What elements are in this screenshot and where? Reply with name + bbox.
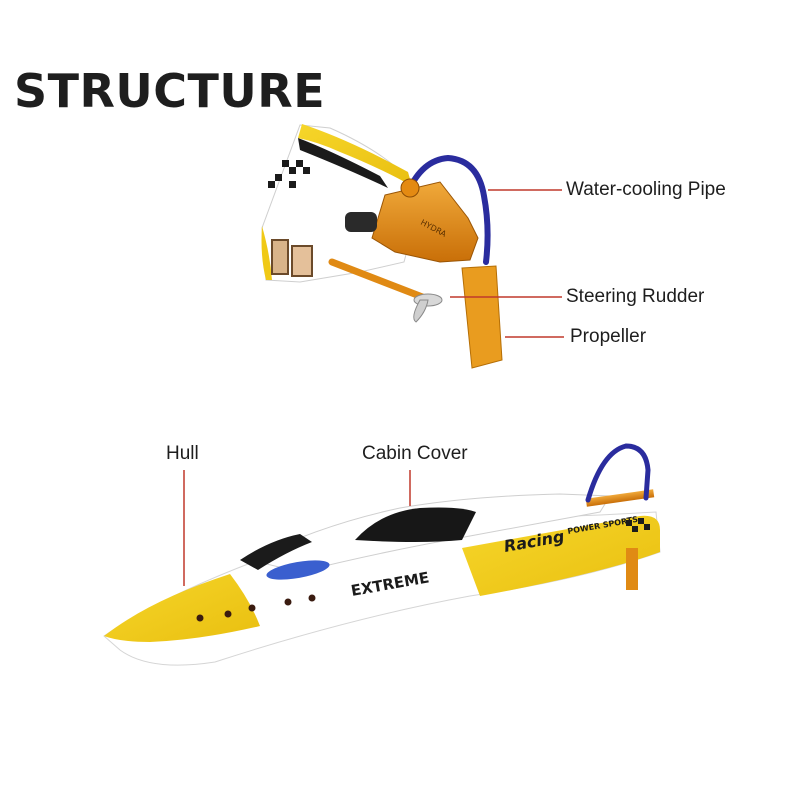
hull-yellow-bow xyxy=(104,574,260,642)
hull-yellow-side xyxy=(462,515,660,596)
stern-yellow-top xyxy=(298,124,412,186)
label-propeller: Propeller xyxy=(570,326,647,347)
label-steering-rudder: Steering Rudder xyxy=(566,286,705,307)
stern-water-pipe xyxy=(585,443,651,503)
water-cooling-pipe xyxy=(405,154,491,265)
stern-yellow-side xyxy=(261,226,272,280)
pipe-fitting xyxy=(400,178,420,198)
steering-rudder xyxy=(461,265,503,369)
stuffing-tube xyxy=(345,212,377,232)
motor-mount-bracket xyxy=(371,181,479,263)
stern-rudder xyxy=(626,548,638,590)
hull-black-stripe xyxy=(240,534,312,570)
transom-opening-right xyxy=(291,245,313,277)
full-boat: EXTREME Racing POWER SPORTS xyxy=(103,443,661,666)
stern-closeup: HYDRA xyxy=(261,124,503,369)
hull-portholes xyxy=(196,594,316,622)
checker-decal xyxy=(626,518,650,532)
badge-decal xyxy=(266,560,330,580)
checker-flag-decal xyxy=(268,160,310,188)
cabin-window xyxy=(355,507,476,542)
label-cabin-cover: Cabin Cover xyxy=(362,443,468,464)
drive-shaft xyxy=(328,258,429,302)
label-hull: Hull xyxy=(166,443,199,464)
stern-black-stripe xyxy=(298,138,388,188)
transom-opening-left xyxy=(271,239,289,275)
page-title: STRUCTURE xyxy=(14,64,326,118)
label-water-cooling-pipe: Water-cooling Pipe xyxy=(566,179,726,200)
propeller xyxy=(413,293,443,323)
stern-bracket xyxy=(585,489,655,507)
